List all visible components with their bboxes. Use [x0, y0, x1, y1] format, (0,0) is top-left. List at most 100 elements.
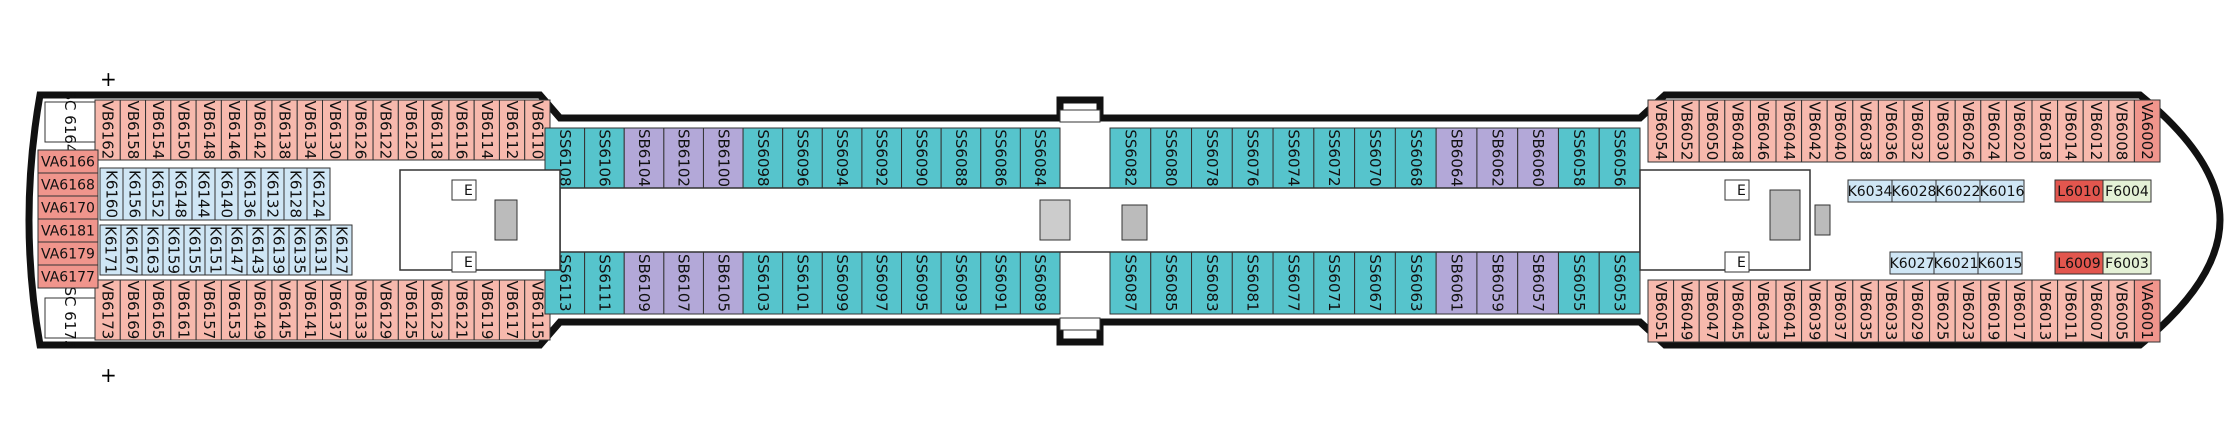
cabin-vb6030[interactable]: VB6030 [1929, 99, 1956, 163]
cabin-vb6024[interactable]: VB6024 [1980, 99, 2007, 163]
cabin-ss6058[interactable]: SS6058 [1557, 127, 1600, 189]
cabin-vb6039[interactable]: VB6039 [1801, 279, 1828, 343]
cabin-f6004[interactable]: F6004 [2102, 179, 2152, 203]
cabin-vb6114[interactable]: VB6114 [473, 99, 500, 161]
cabin-k6027[interactable]: K6027 [1889, 251, 1935, 275]
cabin-ss6111[interactable]: SS6111 [584, 251, 625, 315]
cabin-ss6087[interactable]: SS6087 [1109, 251, 1152, 315]
cabin-ss6095[interactable]: SS6095 [901, 251, 942, 315]
cabin-ss6076[interactable]: SS6076 [1231, 127, 1274, 189]
cabin-vb6142[interactable]: VB6142 [246, 99, 273, 161]
cabin-sb6109[interactable]: SB6109 [623, 251, 665, 315]
cabin-sb6059[interactable]: SB6059 [1476, 251, 1519, 315]
cabin-vb6019[interactable]: VB6019 [1980, 279, 2007, 343]
cabin-vb6049[interactable]: VB6049 [1673, 279, 1700, 343]
cabin-k6152[interactable]: K6152 [145, 167, 170, 221]
cabin-sb6061[interactable]: SB6061 [1435, 251, 1478, 315]
cabin-vb6048[interactable]: VB6048 [1724, 99, 1751, 163]
cabin-vb6017[interactable]: VB6017 [2005, 279, 2033, 343]
cabin-vb6012[interactable]: VB6012 [2082, 99, 2110, 163]
cabin-ss6089[interactable]: SS6089 [1019, 251, 1061, 315]
cabin-ss6090[interactable]: SS6090 [901, 127, 942, 189]
cabin-k6136[interactable]: K6136 [237, 167, 262, 221]
cabin-vb6122[interactable]: VB6122 [372, 99, 399, 161]
cabin-ss6097[interactable]: SS6097 [861, 251, 903, 315]
cabin-vb6045[interactable]: VB6045 [1724, 279, 1751, 343]
cabin-vb6154[interactable]: VB6154 [145, 99, 172, 161]
cabin-k6147[interactable]: K6147 [225, 224, 248, 276]
cabin-vb6041[interactable]: VB6041 [1775, 279, 1803, 343]
cabin-vb6007[interactable]: VB6007 [2082, 279, 2110, 343]
cabin-vb6149[interactable]: VB6149 [246, 279, 273, 341]
cabin-ss6094[interactable]: SS6094 [821, 127, 863, 189]
cabin-k6128[interactable]: K6128 [283, 167, 308, 221]
cabin-vb6134[interactable]: VB6134 [296, 99, 324, 161]
cabin-vb6011[interactable]: VB6011 [2057, 279, 2084, 343]
cabin-k6015[interactable]: K6015 [1977, 251, 2023, 275]
cabin-sb6102[interactable]: SB6102 [663, 127, 704, 189]
cabin-vb6036[interactable]: VB6036 [1877, 99, 1905, 163]
cabin-ss6086[interactable]: SS6086 [980, 127, 1021, 189]
cabin-vb6044[interactable]: VB6044 [1775, 99, 1803, 163]
cabin-vb6112[interactable]: VB6112 [498, 99, 526, 161]
cabin-ss6106[interactable]: SS6106 [584, 127, 625, 189]
cabin-k6156[interactable]: K6156 [122, 167, 147, 221]
cabin-vb6141[interactable]: VB6141 [296, 279, 324, 341]
cabin-vb6153[interactable]: VB6153 [220, 279, 248, 341]
cabin-sb6060[interactable]: SB6060 [1517, 127, 1559, 189]
cabin-vb6133[interactable]: VB6133 [347, 279, 374, 341]
cabin-sc-6164[interactable]: SC 6164 [44, 91, 96, 154]
cabin-k6144[interactable]: K6144 [191, 167, 216, 221]
cabin-ss6068[interactable]: SS6068 [1394, 127, 1437, 189]
cabin-vb6023[interactable]: VB6023 [1954, 279, 1982, 343]
cabin-vb6123[interactable]: VB6123 [423, 279, 450, 341]
cabin-ss6092[interactable]: SS6092 [861, 127, 903, 189]
cabin-ss6093[interactable]: SS6093 [940, 251, 982, 315]
cabin-vb6125[interactable]: VB6125 [397, 279, 425, 341]
cabin-ss6074[interactable]: SS6074 [1272, 127, 1315, 189]
cabin-ss6070[interactable]: SS6070 [1354, 127, 1396, 189]
cabin-vb6148[interactable]: VB6148 [195, 99, 222, 161]
cabin-ss6081[interactable]: SS6081 [1231, 251, 1274, 315]
cabin-ss6078[interactable]: SS6078 [1191, 127, 1233, 189]
cabin-vb6029[interactable]: VB6029 [1903, 279, 1931, 343]
cabin-l6009[interactable]: L6009 [2054, 251, 2104, 275]
cabin-va6002[interactable]: VA6002 [2133, 99, 2161, 163]
cabin-vb6037[interactable]: VB6037 [1826, 279, 1854, 343]
cabin-ss6077[interactable]: SS6077 [1272, 251, 1315, 315]
cabin-vb6173[interactable]: VB6173 [94, 279, 121, 341]
cabin-ss6056[interactable]: SS6056 [1598, 127, 1641, 189]
cabin-f6003[interactable]: F6003 [2102, 251, 2152, 275]
cabin-sb6062[interactable]: SB6062 [1476, 127, 1519, 189]
cabin-k6171[interactable]: K6171 [99, 224, 122, 276]
cabin-vb6145[interactable]: VB6145 [271, 279, 298, 341]
cabin-vb6042[interactable]: VB6042 [1801, 99, 1828, 163]
cabin-k6021[interactable]: K6021 [1933, 251, 1979, 275]
cabin-va6170[interactable]: VA6170 [37, 195, 99, 220]
cabin-vb6026[interactable]: VB6026 [1954, 99, 1982, 163]
cabin-vb6013[interactable]: VB6013 [2031, 279, 2059, 343]
cabin-va6177[interactable]: VA6177 [37, 264, 99, 289]
cabin-vb6121[interactable]: VB6121 [448, 279, 475, 341]
cabin-vb6047[interactable]: VB6047 [1698, 279, 1726, 343]
cabin-vb6035[interactable]: VB6035 [1852, 279, 1879, 343]
cabin-ss6099[interactable]: SS6099 [821, 251, 863, 315]
cabin-vb6051[interactable]: VB6051 [1647, 279, 1675, 343]
cabin-k6028[interactable]: K6028 [1891, 179, 1937, 203]
cabin-va6179[interactable]: VA6179 [37, 241, 99, 266]
cabin-k6135[interactable]: K6135 [288, 224, 311, 276]
cabin-ss6072[interactable]: SS6072 [1313, 127, 1356, 189]
cabin-vb6046[interactable]: VB6046 [1749, 99, 1777, 163]
cabin-k6163[interactable]: K6163 [141, 224, 164, 276]
cabin-va6168[interactable]: VA6168 [37, 172, 99, 197]
cabin-sb6107[interactable]: SB6107 [663, 251, 704, 315]
cabin-ss6067[interactable]: SS6067 [1354, 251, 1396, 315]
cabin-vb6169[interactable]: VB6169 [119, 279, 147, 341]
cabin-va6181[interactable]: VA6181 [37, 218, 99, 243]
cabin-ss6080[interactable]: SS6080 [1150, 127, 1193, 189]
cabin-vb6116[interactable]: VB6116 [448, 99, 475, 161]
cabin-vb6150[interactable]: VB6150 [170, 99, 197, 161]
cabin-k6124[interactable]: K6124 [306, 167, 331, 221]
cabin-k6151[interactable]: K6151 [204, 224, 227, 276]
cabin-vb6054[interactable]: VB6054 [1647, 99, 1675, 163]
